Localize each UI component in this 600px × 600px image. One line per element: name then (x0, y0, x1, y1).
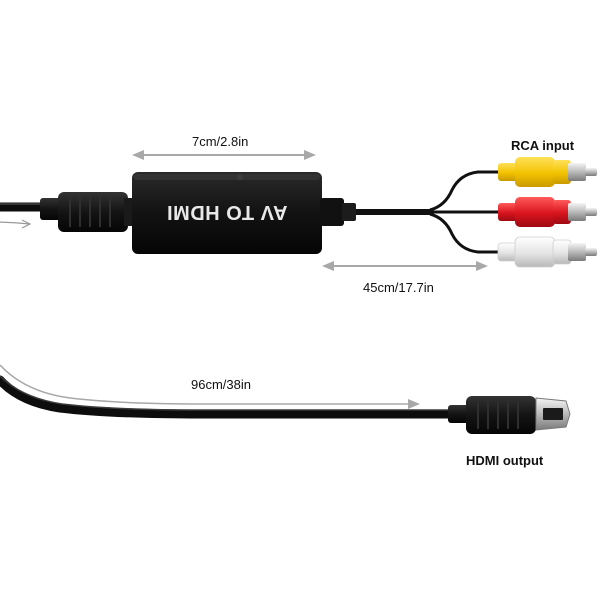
power-led (237, 174, 243, 180)
box-length-arrow (132, 150, 316, 160)
rca-input-label: RCA input (511, 138, 575, 153)
rca-cable-length-arrow (322, 261, 488, 271)
rca-cable-bundle (320, 170, 500, 254)
hdmi-cable-length-arrow (0, 364, 420, 409)
box-length-label: 7cm/2.8in (192, 134, 249, 149)
hdmi-output-label: HDMI output (466, 453, 544, 468)
hdmi-cable-length-label: 96cm/38in (191, 377, 251, 392)
converter-box-label: AV TO HDMI (166, 201, 288, 224)
rca-cable-length-label: 45cm/17.7in (363, 280, 434, 295)
rca-yellow-plug (498, 157, 597, 187)
converter-box (132, 172, 322, 254)
rca-white-plug (497, 236, 597, 268)
hdmi-connector-right (448, 396, 571, 434)
hdmi-output-cable (0, 375, 460, 419)
rca-red-plug (498, 197, 597, 227)
hdmi-connector-left (40, 192, 134, 232)
